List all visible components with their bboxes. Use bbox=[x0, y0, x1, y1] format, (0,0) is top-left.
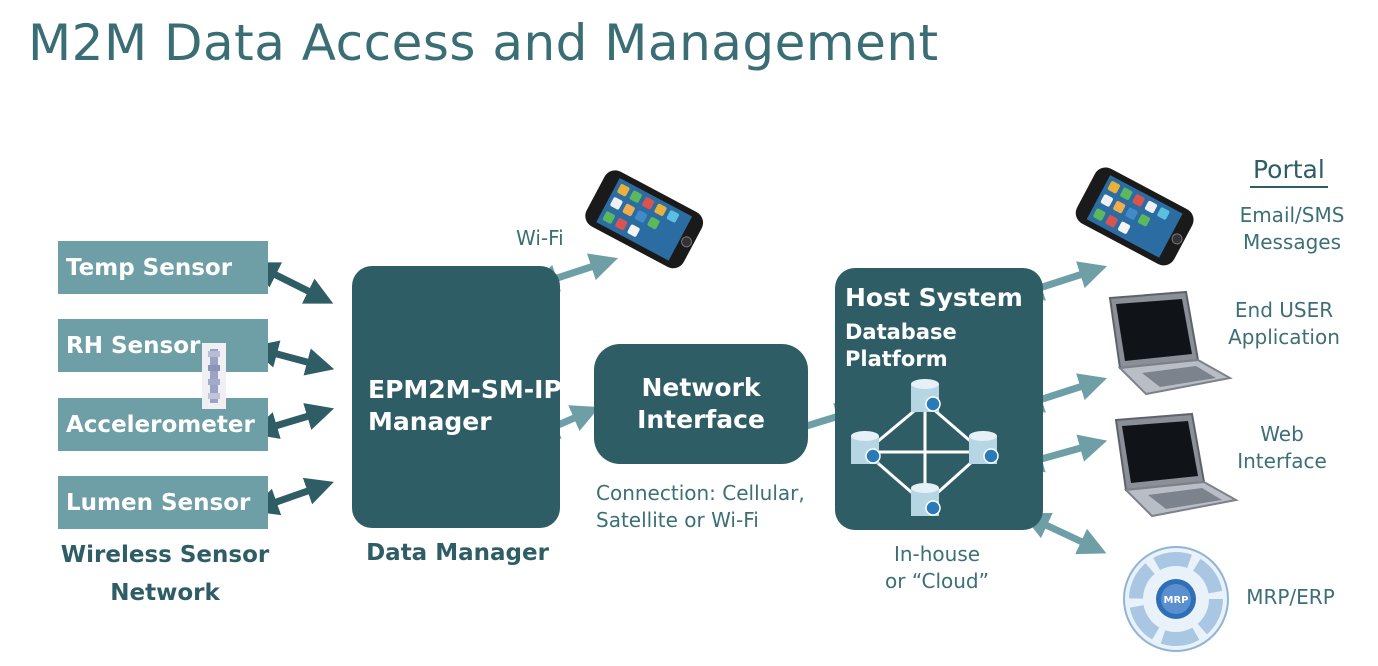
arrow-accel-manager bbox=[249, 403, 335, 439]
sensor-temp: Temp Sensor bbox=[58, 241, 268, 294]
portal-heading: Portal bbox=[1250, 155, 1328, 188]
host-system-title: Host System bbox=[845, 283, 1023, 312]
sensor-network-caption-line1: Wireless Sensor bbox=[60, 542, 270, 568]
database-node-bottom bbox=[911, 483, 941, 516]
smartphone-image bbox=[585, 170, 704, 269]
manager-label-line1: EPM2M-SM-IP bbox=[368, 375, 562, 404]
portal-item-email-line1: Email/SMS bbox=[1239, 203, 1345, 227]
portal-item-enduser-line2: Application bbox=[1228, 325, 1340, 349]
connection-line1: Connection: Cellular, bbox=[596, 481, 805, 505]
arrow-temp-manager bbox=[250, 262, 334, 304]
portal-item-web-line1: Web bbox=[1260, 422, 1304, 446]
portal-item-web-line2: Interface bbox=[1237, 449, 1327, 473]
host-system-subtitle-line1: Database bbox=[845, 320, 957, 344]
host-system-box: Host System Database Platform bbox=[835, 268, 1043, 530]
wifi-label: Wi-Fi bbox=[516, 226, 564, 250]
portal-item-web: Web Interface bbox=[1212, 421, 1352, 475]
network-interface-label: Network Interface bbox=[594, 372, 808, 436]
portal-smartphone-image bbox=[1075, 167, 1194, 266]
database-node-right bbox=[969, 431, 999, 464]
portal-item-email: Email/SMS Messages bbox=[1222, 202, 1362, 256]
manager-label-line2: Manager bbox=[368, 407, 492, 436]
laptop-image-web bbox=[1114, 412, 1239, 518]
arrow-host-mrp bbox=[1021, 512, 1107, 555]
network-interface-box: Network Interface bbox=[594, 344, 808, 464]
manager-label: EPM2M-SM-IP Manager bbox=[368, 374, 562, 438]
sensor-accelerometer: Accelerometer bbox=[58, 398, 268, 451]
mrp-wheel-center-text: MRP bbox=[1164, 595, 1189, 606]
host-system-subtitle: Database Platform bbox=[845, 319, 957, 373]
connection-line2: Satellite or Wi-Fi bbox=[596, 508, 759, 532]
arrow-rh-manager bbox=[249, 340, 335, 376]
database-node-left bbox=[851, 431, 881, 464]
laptop-image-enduser bbox=[1108, 290, 1233, 396]
host-location-line1: In-house bbox=[893, 542, 981, 566]
mrp-wheel-image: MRP bbox=[1123, 546, 1229, 652]
portal-item-enduser: End USER Application bbox=[1214, 297, 1354, 351]
network-interface-line1: Network bbox=[641, 373, 761, 402]
manager-box: EPM2M-SM-IP Manager bbox=[352, 266, 562, 528]
host-location-line2: or “Cloud” bbox=[885, 569, 989, 593]
connection-label: Connection: Cellular, Satellite or Wi-Fi bbox=[596, 480, 805, 534]
data-manager-caption: Data Manager bbox=[366, 540, 549, 566]
portal-item-mrp: MRP/ERP bbox=[1246, 585, 1335, 609]
sensor-network-caption: Wireless Sensor Network bbox=[40, 536, 290, 612]
portal-item-enduser-line1: End USER bbox=[1234, 298, 1334, 322]
host-system-subtitle-line2: Platform bbox=[845, 347, 948, 371]
arrow-lumen-manager bbox=[250, 477, 334, 516]
sensor-rh: RH Sensor bbox=[58, 319, 268, 372]
page-title: M2M Data Access and Management bbox=[28, 14, 939, 72]
host-location-label: In-house or “Cloud” bbox=[862, 541, 1012, 595]
portal-item-email-line2: Messages bbox=[1242, 230, 1342, 254]
sensor-lumen: Lumen Sensor bbox=[58, 476, 268, 529]
database-node-top bbox=[911, 379, 941, 412]
database-network-icon bbox=[851, 379, 999, 516]
sensor-device-image bbox=[202, 343, 226, 409]
sensor-network-caption-line2: Network bbox=[110, 580, 220, 606]
network-interface-line2: Interface bbox=[637, 405, 765, 434]
